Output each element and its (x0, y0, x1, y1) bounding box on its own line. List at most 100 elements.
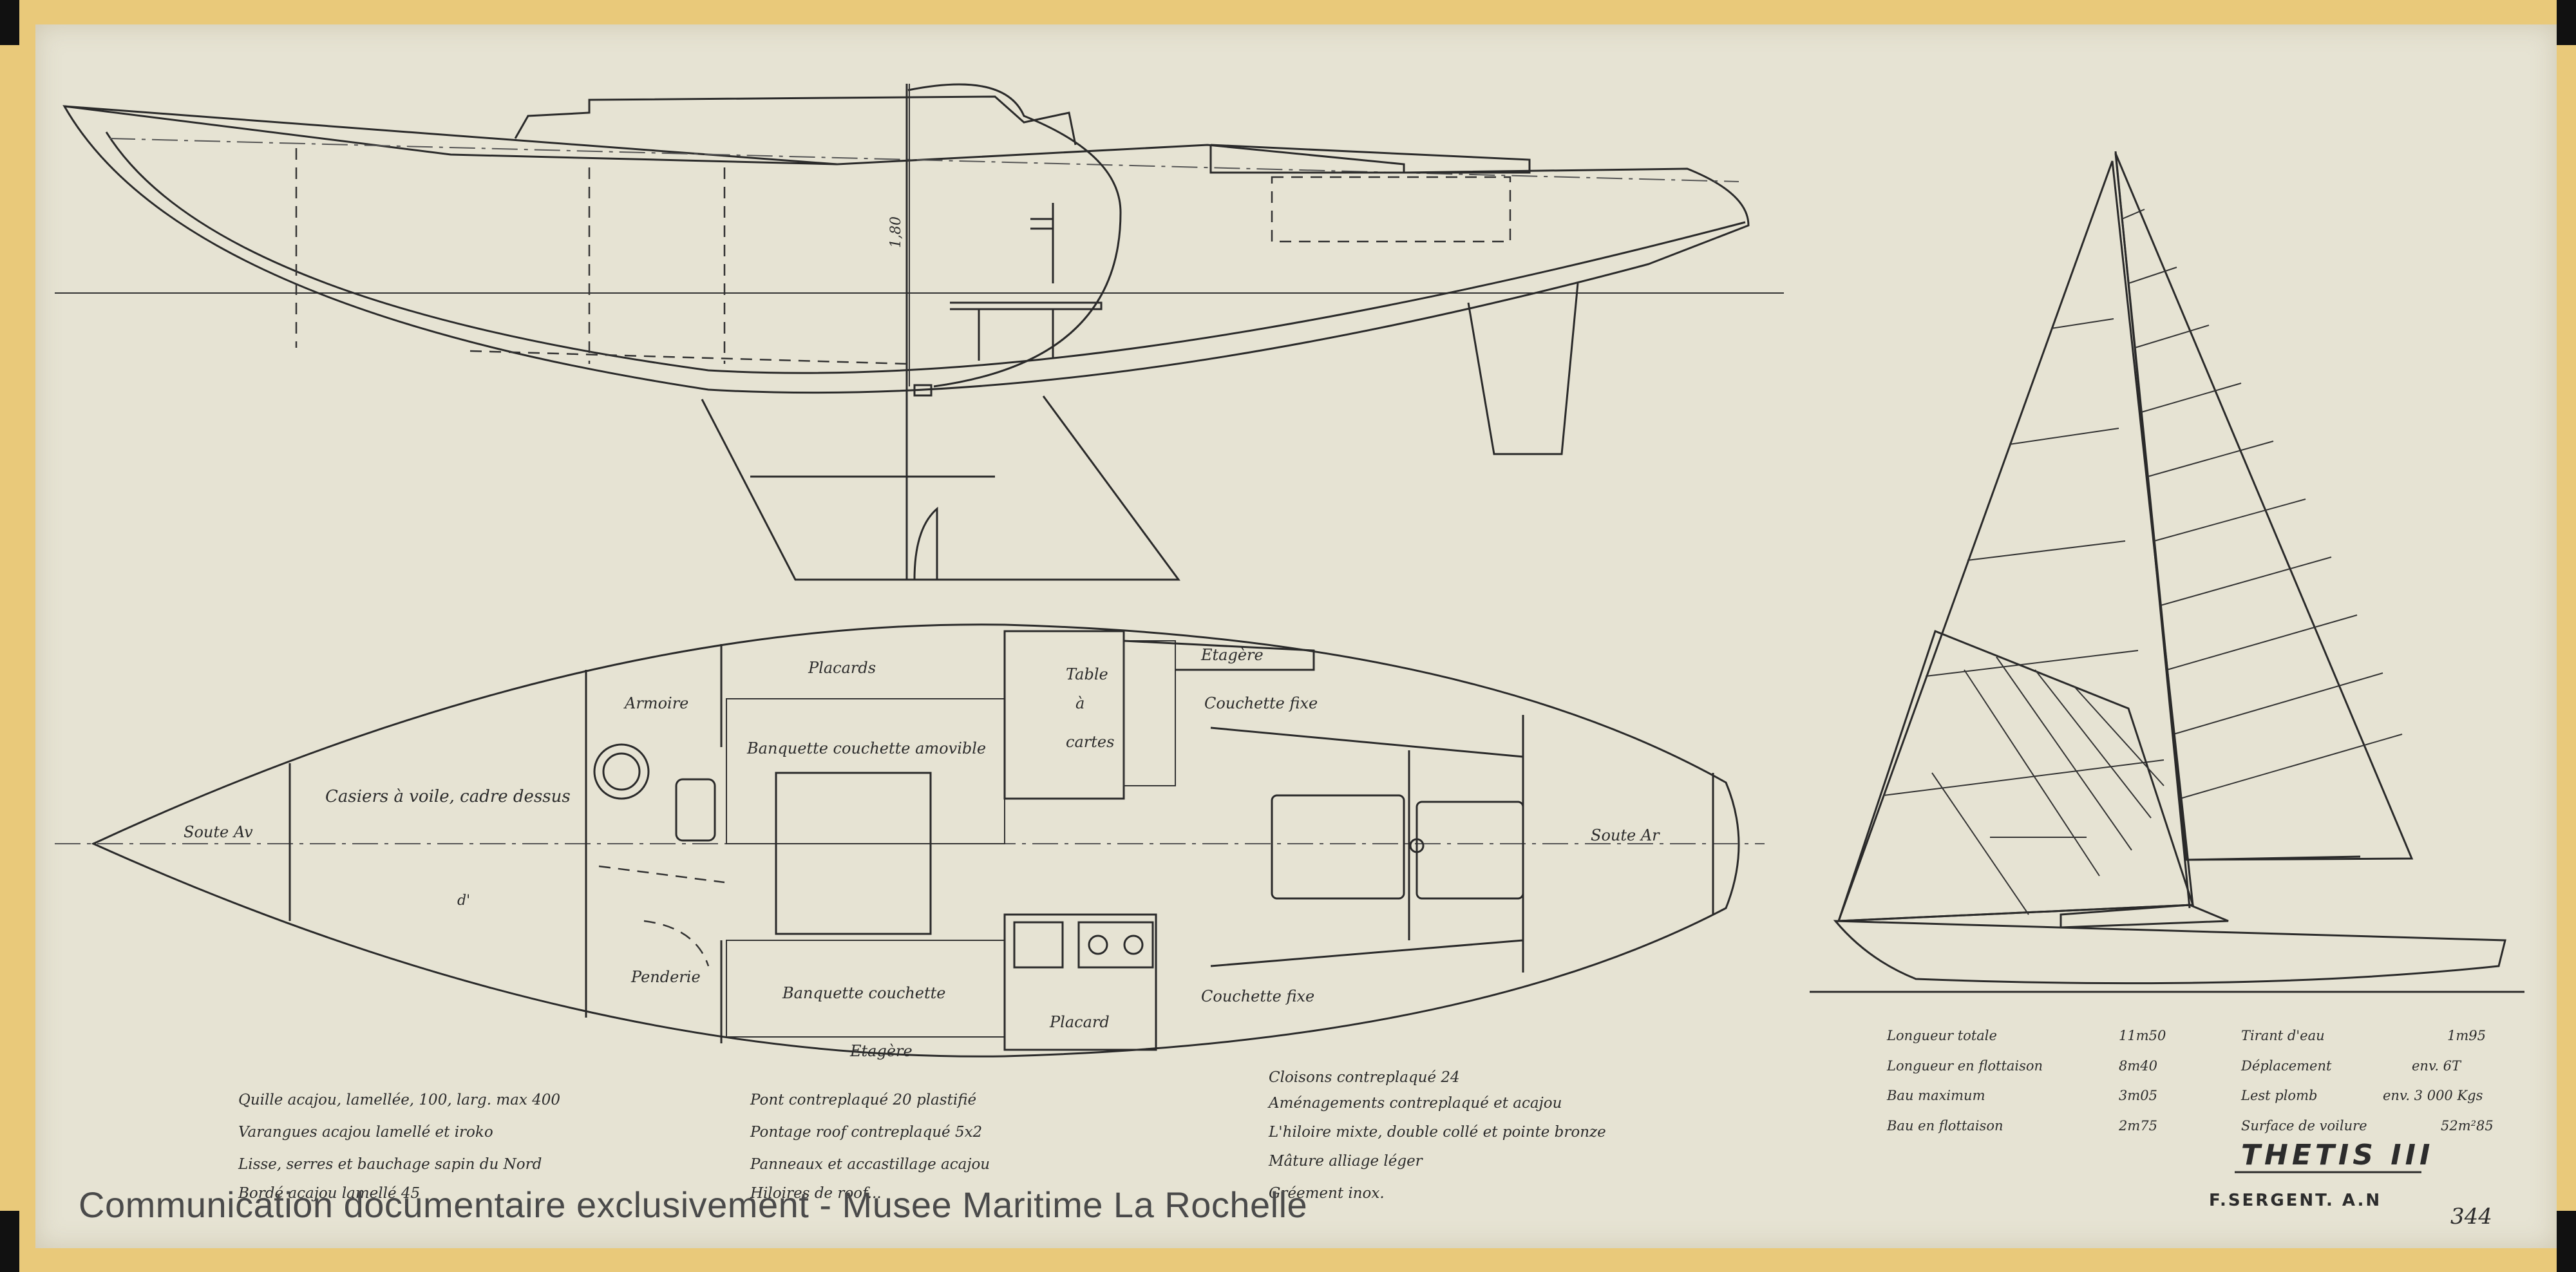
spec2-value-2: env. 6T (2412, 1058, 2462, 1074)
corner-tape-top-left (0, 0, 19, 45)
profile-view: 1,80 (55, 83, 1784, 581)
heads-hatch (593, 743, 650, 800)
saloon-table (775, 772, 932, 935)
label-a: à (1075, 694, 1084, 712)
museum-watermark: Communication documentaire exclusivement… (79, 1184, 1308, 1225)
note-col3-line1: Cloisons contreplaqué 24 (1269, 1069, 1460, 1086)
interior-bulkheads (295, 148, 909, 365)
boat-name: THETIS III (2241, 1139, 2434, 1172)
spec-value-3: 3m05 (2119, 1088, 2157, 1103)
label-soute-ar: Soute Ar (1591, 826, 1660, 844)
genoa-panel-lines (1883, 318, 2164, 796)
rudder-post (1409, 838, 1425, 853)
staysail-lines (1931, 656, 2164, 915)
label-etagere-bottom: Etagère (849, 1042, 913, 1060)
construction-notes: Quille acajou, lamellée, 100, larg. max … (238, 1069, 1606, 1202)
label-placards: Placards (808, 659, 876, 677)
galley-sink (1013, 921, 1064, 969)
note-col3-line4: Mâture alliage léger (1268, 1153, 1424, 1170)
mainsail (2114, 153, 2414, 861)
spec2-value-1: 1m95 (2447, 1028, 2486, 1043)
specifications: Longueur totale 11m50 Longueur en flotta… (1886, 1028, 2494, 1134)
rudder (1467, 283, 1579, 455)
sheet-number: 344 (2450, 1204, 2492, 1229)
spec2-value-3: env. 3 000 Kgs (2383, 1088, 2483, 1103)
note-col1-line3: Lisse, serres et bauchage sapin du Nord (238, 1156, 542, 1173)
coachroof (514, 95, 1077, 146)
note-col1-line1: Quille acajou, lamellée, 100, larg. max … (238, 1092, 560, 1108)
mast-step-dashed (598, 865, 725, 967)
plan-hull-outline (91, 623, 1740, 1058)
label-couchette-fixe-bottom: Couchette fixe (1201, 987, 1314, 1005)
stove-burner-1 (1088, 935, 1108, 955)
spec-label-4: Bau en flottaison (1886, 1118, 2003, 1134)
galley-stove (1077, 921, 1154, 969)
note-col2-line3: Panneaux et accastillage acajou (750, 1156, 990, 1173)
label-penderie: Penderie (630, 968, 701, 986)
note-col2-line4: Hiloires de roof... (750, 1185, 882, 1202)
label-banquette-bottom: Banquette couchette (782, 984, 946, 1002)
label-banquette-top: Banquette couchette amovible (746, 739, 986, 757)
label-placard: Placard (1049, 1013, 1110, 1031)
engine-compartment (950, 203, 1103, 361)
hull-inner-line (105, 131, 1746, 374)
note-col2-line1: Pont contreplaqué 20 plastifié (750, 1092, 976, 1108)
sail-plan-hull (1833, 920, 2506, 985)
keel-ballast-line (750, 475, 995, 580)
cabin-bulkhead (907, 83, 1122, 388)
cockpit-locker (1271, 176, 1511, 243)
label-soute-av: Soute Av (184, 823, 253, 841)
note-col1-line2: Varangues acajou lamellé et iroko (238, 1124, 493, 1141)
quarter-berths (1210, 726, 1524, 967)
galley-block (1003, 913, 1157, 1051)
spec-value-2: 8m40 (2119, 1058, 2157, 1074)
label-table: Table (1066, 665, 1108, 683)
spec2-value-4: 52m²85 (2441, 1118, 2494, 1134)
hull-outline (62, 105, 1750, 394)
corner-tape-bottom-left (0, 1211, 19, 1272)
note-col3-line2: Aménagements contreplaqué et acajou (1267, 1095, 1562, 1112)
note-col2-line2: Pontage roof contreplaqué 5x2 (750, 1124, 982, 1141)
mainsail-panel-lines (2121, 209, 2403, 799)
spec2-label-3: Lest plomb (2240, 1088, 2317, 1103)
label-voiles: Casiers à voile, cadre dessus (325, 787, 571, 806)
spec2-label-4: Surface de voilure (2241, 1118, 2367, 1134)
sail-plan-cabin (2060, 904, 2229, 929)
drawing-sheet (35, 24, 2557, 1248)
spec2-label-1: Tirant d'eau (2241, 1028, 2325, 1043)
deck-centerline (109, 138, 1739, 182)
keel-fin (701, 395, 1180, 581)
spec2-label-2: Déplacement (2240, 1058, 2332, 1074)
spec-label-2: Longueur en flottaison (1886, 1058, 2043, 1074)
label-d-mark: d' (457, 893, 470, 909)
corner-tape-top-right (2557, 0, 2576, 45)
label-etagere-top: Etagère (1200, 646, 1264, 664)
heads-hatch-inner (602, 752, 641, 791)
keel-bolt (913, 384, 933, 397)
spec-value-4: 2m75 (2118, 1118, 2157, 1134)
label-cartes: cartes (1066, 733, 1114, 751)
spec-label-1: Longueur totale (1886, 1028, 1997, 1043)
cockpit-well-port (1271, 794, 1405, 900)
plan-view: Soute Av Soute Ar Casiers à voile, cadre… (55, 623, 1765, 1060)
designer-name: F.SERGENT. A.N (2209, 1191, 2382, 1210)
spec-value-1: 11m50 (2119, 1028, 2166, 1043)
cockpit-well-stbd (1416, 801, 1524, 900)
genoa (1837, 160, 2194, 922)
note-col3-line3: L'hiloire mixte, double collé et pointe … (1268, 1124, 1606, 1141)
settee-port (726, 698, 1005, 844)
etagere-top-shelf (1123, 640, 1315, 671)
chart-seat (1123, 640, 1176, 786)
stove-burner-2 (1123, 935, 1144, 955)
chart-table (1003, 630, 1125, 800)
note-col1-line4: Bordé acajou lamellé 45 (238, 1185, 420, 1202)
cockpit (1209, 144, 1531, 174)
sail-plan (1810, 151, 2524, 993)
label-couchette-fixe-top: Couchette fixe (1204, 694, 1318, 712)
heads-toilet (675, 778, 716, 842)
corner-tape-bottom-right (2557, 1211, 2576, 1272)
note-col3-line5: Gréement inox. (1269, 1185, 1385, 1202)
staysail (1837, 630, 2195, 922)
title-block: THETIS III F.SERGENT. A.N 344 (2209, 1139, 2492, 1229)
boom (2186, 855, 2361, 861)
